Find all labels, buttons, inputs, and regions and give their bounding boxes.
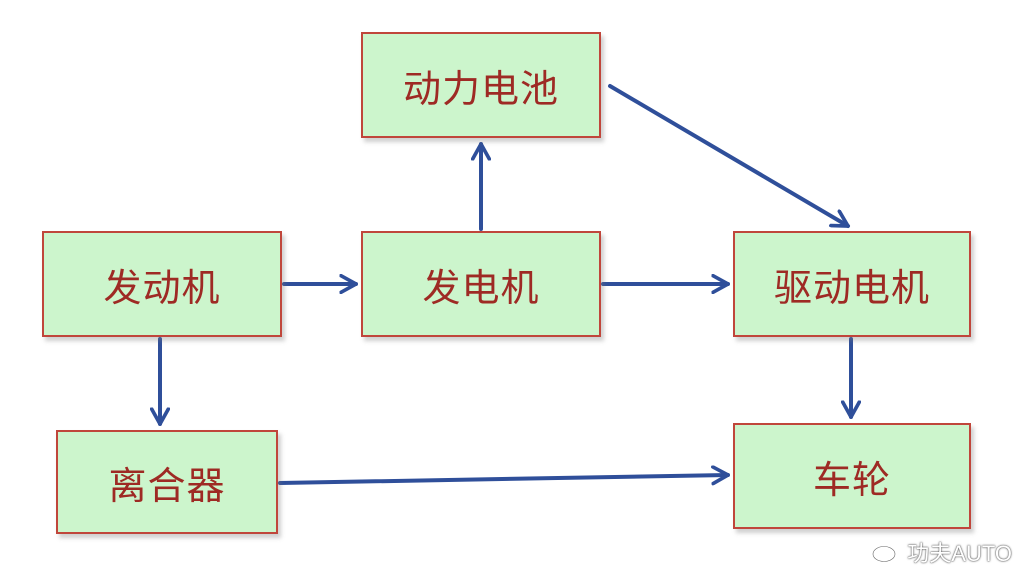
node-label: 发动机 [103,265,221,310]
node-label: 车轮 [812,457,891,502]
arrow-clutch-to-wheels [278,475,730,483]
arrow-battery-to-motor [608,84,850,228]
node-engine: 发动机 [42,231,282,337]
node-generator: 发电机 [361,231,601,337]
node-label: 驱动电机 [773,265,930,310]
weibo-icon [872,543,900,563]
node-wheels: 车轮 [733,423,971,529]
watermark: 功夫AUTO [871,536,1012,568]
node-label: 离合器 [108,463,226,508]
node-clutch: 离合器 [56,430,278,534]
watermark-text: 功夫AUTO [907,541,1012,566]
node-label: 发电机 [422,265,540,310]
node-label: 动力电池 [402,66,559,111]
node-drive-motor: 驱动电机 [733,231,971,337]
node-power-battery: 动力电池 [361,32,601,138]
